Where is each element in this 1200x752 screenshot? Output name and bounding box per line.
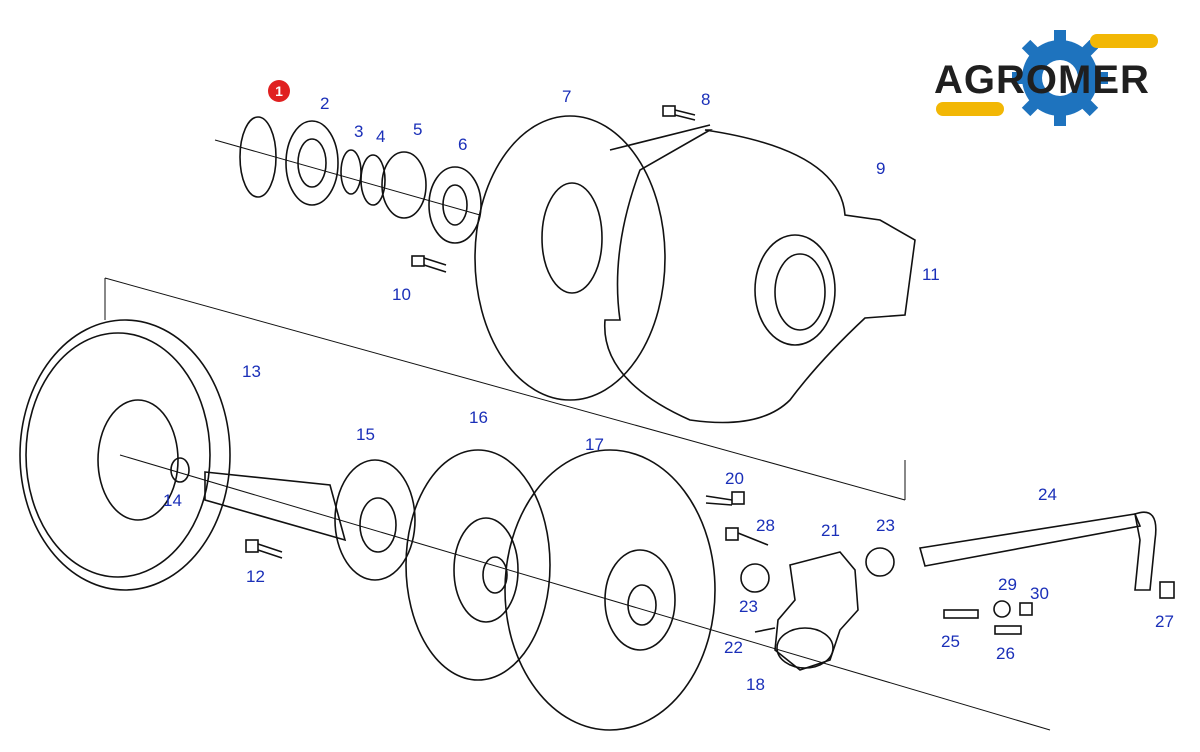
pin-part-26[interactable]: [994, 625, 1022, 635]
part-label[interactable]: 25: [941, 632, 960, 651]
part-label[interactable]: 3: [354, 122, 364, 141]
bearing-housing-part-2[interactable]: [285, 120, 339, 206]
part-label[interactable]: 23: [876, 516, 895, 535]
part-label[interactable]: 5: [413, 120, 423, 139]
wheat-icon-bottom: [936, 102, 1004, 116]
part-label[interactable]: 8: [701, 90, 711, 109]
part-label[interactable]: 24: [1038, 485, 1057, 504]
part-label[interactable]: 18: [746, 675, 765, 694]
pressure-plate-part-17[interactable]: [504, 449, 716, 731]
part-label[interactable]: 16: [469, 408, 488, 427]
part-label[interactable]: 30: [1030, 584, 1049, 603]
ring-part-3[interactable]: [340, 149, 362, 195]
bearing-part-14[interactable]: [170, 457, 190, 483]
part-label[interactable]: 29: [998, 575, 1017, 594]
nut-part-27[interactable]: [1159, 581, 1175, 599]
pin-part-22[interactable]: [754, 627, 776, 633]
part-label[interactable]: 17: [585, 435, 604, 454]
part-label[interactable]: 23: [739, 597, 758, 616]
part-label[interactable]: 10: [392, 285, 411, 304]
part-label[interactable]: 9: [876, 159, 886, 178]
release-bearing-part-18[interactable]: [776, 627, 834, 669]
bolt-part-20[interactable]: [705, 491, 745, 506]
part-label[interactable]: 27: [1155, 612, 1174, 631]
callout-badge: 1: [268, 80, 290, 102]
spacer-part-4[interactable]: [360, 154, 386, 206]
bearing-part-6[interactable]: [428, 166, 482, 244]
part-label[interactable]: 13: [242, 362, 261, 381]
part-label[interactable]: 7: [562, 87, 572, 106]
bolt-part-8[interactable]: [662, 105, 696, 121]
washer-part-29[interactable]: [993, 600, 1011, 618]
bolt-part-12[interactable]: [245, 539, 283, 559]
bolt-part-28[interactable]: [725, 527, 769, 546]
part-label[interactable]: 2: [320, 94, 330, 113]
plate-part-7[interactable]: [474, 115, 666, 401]
bell-housing-part-9[interactable]: [603, 129, 916, 424]
nut-part-30[interactable]: [1019, 602, 1033, 616]
part-label[interactable]: 20: [725, 469, 744, 488]
part-label[interactable]: 21: [821, 521, 840, 540]
clutch-disc-part-16[interactable]: [405, 449, 551, 681]
wheat-icon: [1090, 34, 1158, 48]
bolt-part-10[interactable]: [411, 255, 447, 273]
part-label[interactable]: 6: [458, 135, 468, 154]
release-fork-part-21[interactable]: [774, 551, 859, 671]
part-label[interactable]: 4: [376, 127, 386, 146]
release-shaft-part-24[interactable]: [918, 511, 1157, 591]
brand-name: AGROMER: [934, 58, 1150, 102]
clutch-shaft[interactable]: [119, 454, 1051, 731]
part-label[interactable]: 28: [756, 516, 775, 535]
flywheel-part-13[interactable]: [19, 319, 231, 591]
gear-icon: [1012, 30, 1108, 126]
bushing-part-23a[interactable]: [740, 563, 770, 593]
pin-part-25[interactable]: [943, 609, 979, 619]
agromer-logo: AGROMER: [930, 28, 1180, 128]
seal-part-5[interactable]: [381, 151, 427, 219]
hub-part-15[interactable]: [334, 459, 416, 581]
bushing-part-23b[interactable]: [865, 547, 895, 577]
part-label[interactable]: 12: [246, 567, 265, 586]
part-label[interactable]: 26: [996, 644, 1015, 663]
part-label[interactable]: 14: [163, 491, 182, 510]
circlip-part-1[interactable]: [239, 116, 277, 198]
part-label[interactable]: 15: [356, 425, 375, 444]
part-label[interactable]: 11: [922, 265, 940, 284]
part-label[interactable]: 22: [724, 638, 743, 657]
